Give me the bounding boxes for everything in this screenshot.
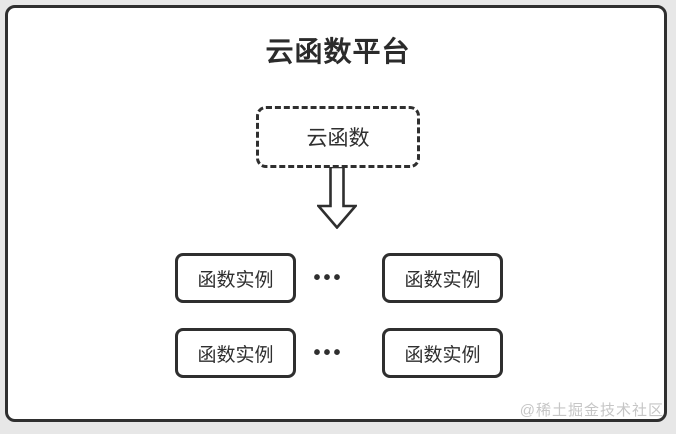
cloud-function-label: 云函数: [306, 127, 370, 150]
instance-label: 函数实例: [197, 344, 274, 366]
instance-label: 函数实例: [404, 344, 481, 366]
instance-box-row1-left: 函数实例: [175, 253, 296, 303]
instance-box-row1-right: 函数实例: [382, 253, 503, 303]
page-title: 云函数平台: [265, 36, 411, 67]
instance-label: 函数实例: [404, 269, 481, 291]
instance-box-row2-left: 函数实例: [175, 328, 296, 378]
ellipsis-dots-row1: •••: [313, 266, 344, 289]
watermark: @稀土掘金技术社区: [519, 402, 664, 419]
cloud-function-box: 云函数: [256, 106, 420, 168]
instance-label: 函数实例: [197, 269, 274, 291]
down-arrow-icon: [317, 167, 357, 229]
ellipsis-dots-row2: •••: [313, 341, 344, 364]
instance-box-row2-right: 函数实例: [382, 328, 503, 378]
